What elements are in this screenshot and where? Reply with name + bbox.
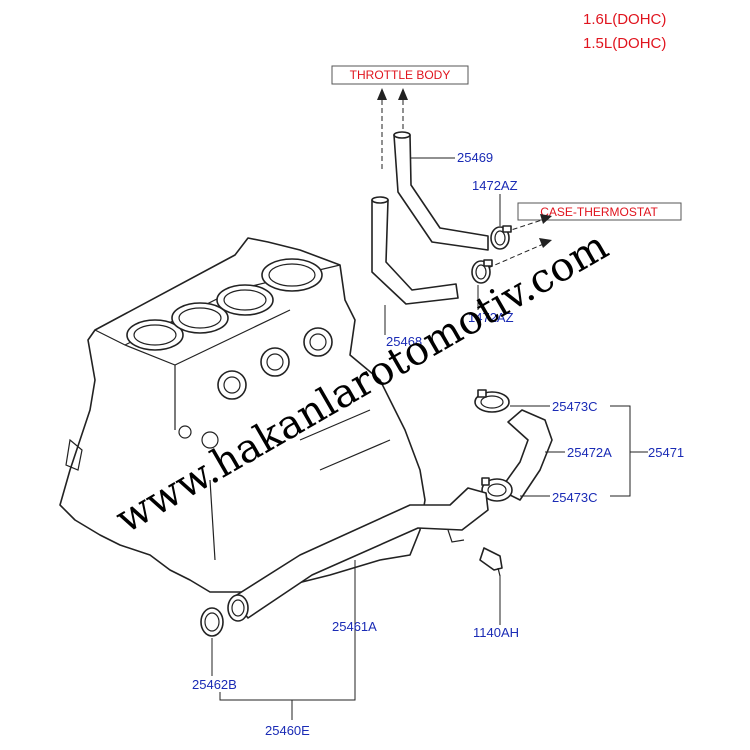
clamp-25473C-bottom (481, 477, 513, 502)
label-25473C-top: 25473C (552, 399, 598, 414)
clamp-1472AZ-top (490, 225, 512, 250)
label-1140AH: 1140AH (473, 625, 519, 640)
label-1472AZ-bottom: 1472AZ (468, 310, 514, 325)
hose-25469 (393, 134, 489, 251)
label-1472AZ-top: 1472AZ (472, 178, 518, 193)
water-pipe-25461A (231, 487, 489, 619)
leader-lines (211, 157, 648, 720)
variant-1-5l: 1.5L(DOHC) (583, 35, 666, 52)
clamp-25473C-top (474, 389, 510, 413)
label-25461A: 25461A (332, 619, 377, 634)
hose-25468 (371, 199, 459, 305)
clamp-1472AZ-bottom (471, 259, 493, 284)
case-thermostat-box (517, 202, 682, 221)
throttle-body-label: THROTTLE BODY (350, 68, 451, 82)
label-25472A: 25472A (567, 445, 612, 460)
label-25471: 25471 (648, 445, 684, 460)
label-25473C-bottom: 25473C (552, 490, 598, 505)
hose-25472A (499, 409, 553, 501)
case-thermostat-label: CASE-THERMOSTAT (540, 205, 658, 219)
engine-block (59, 237, 426, 593)
variant-1-6l: 1.6L(DOHC) (583, 11, 666, 28)
label-25468: 25468 (386, 334, 422, 349)
throttle-body-box (331, 65, 469, 85)
bolt-1140AH (479, 547, 503, 577)
label-25469: 25469 (457, 150, 493, 165)
label-25462B: 25462B (192, 677, 237, 692)
o-ring-25462B (200, 607, 224, 637)
label-25460E: 25460E (265, 723, 310, 738)
